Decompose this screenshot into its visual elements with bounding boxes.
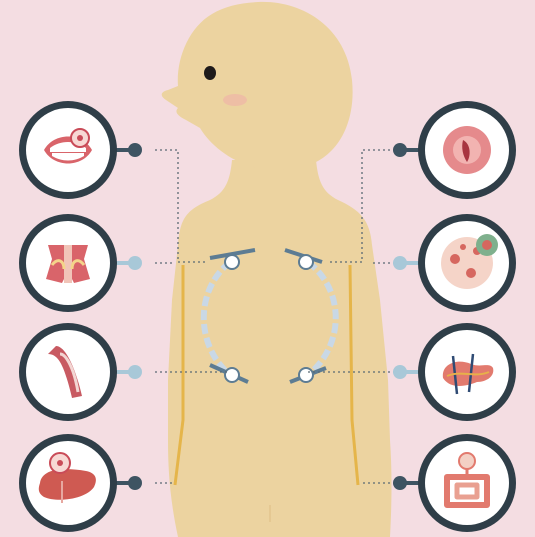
connector-knob: [128, 143, 142, 157]
connector-knob: [128, 476, 142, 490]
connector-knob: [393, 365, 407, 379]
cheek: [223, 94, 247, 106]
eye: [204, 66, 216, 80]
thyroid-icon: [46, 245, 90, 283]
connector-knob: [393, 476, 407, 490]
connector-knob: [128, 365, 142, 379]
connector-knob: [393, 256, 407, 270]
connector-knob: [128, 256, 142, 270]
throat-icon: [443, 126, 491, 174]
connector-knob: [393, 143, 407, 157]
